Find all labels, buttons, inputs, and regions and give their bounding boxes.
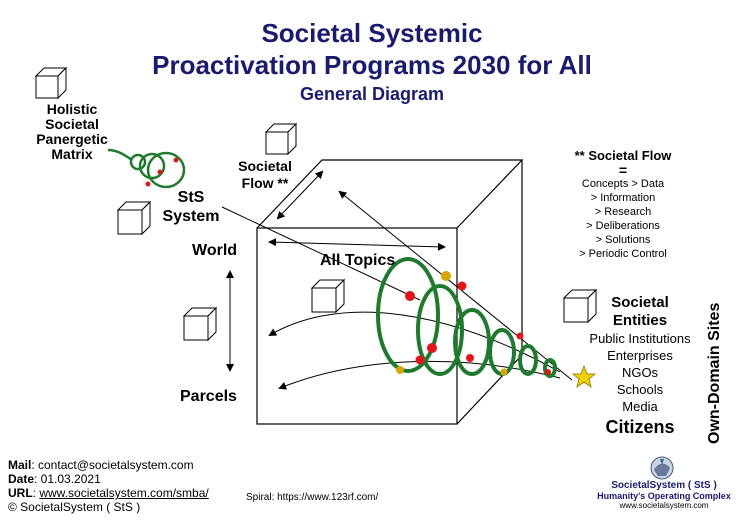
- spiral-ornament: [516, 332, 524, 340]
- holistic-line: Holistic: [46, 101, 98, 117]
- entity-item: Media: [622, 399, 658, 414]
- mail-row: Mail: contact@societalsystem.com: [8, 458, 209, 472]
- spiral-credit: Spiral: https://www.123rf.com/: [246, 492, 379, 503]
- contact-block: Mail: contact@societalsystem.com Date: 0…: [8, 458, 209, 514]
- url-sep: :: [32, 486, 40, 500]
- mail-value: : contact@societalsystem.com: [31, 458, 194, 472]
- sts-system-label: StS System: [154, 188, 228, 226]
- sts-line: System: [162, 208, 220, 225]
- sts-arrow: [221, 206, 421, 301]
- url-row: URL: www.societalsystem.com/smba/: [8, 486, 209, 500]
- spiral-ornament: [545, 369, 551, 375]
- title-line-3: General Diagram: [299, 84, 445, 104]
- sts-logo-icon: [650, 456, 674, 480]
- world-label: World: [192, 242, 238, 259]
- flow-note-item: > Periodic Control: [579, 248, 667, 260]
- topics-arrow: [268, 238, 446, 251]
- logo-name: SocietalSystem ( StS ): [611, 480, 717, 491]
- flow-curve-1: [268, 311, 561, 373]
- url-link[interactable]: www.societalsystem.com/smba/: [39, 486, 209, 500]
- cube-entities: [562, 288, 598, 324]
- holistic-line: Panergetic: [36, 131, 108, 147]
- all-topics-label: All Topics: [320, 252, 396, 269]
- spiral-ornament-gold: [500, 368, 508, 376]
- entity-item: Public Institutions: [589, 331, 691, 346]
- big-cube: [256, 159, 524, 425]
- spiral-ornament-gold: [396, 366, 404, 374]
- flow-line: Flow **: [241, 175, 289, 191]
- mail-label: Mail: [8, 458, 32, 472]
- flow-note-item: > Research: [594, 206, 652, 218]
- small-spiral: [107, 148, 186, 189]
- spiral-ornament: [415, 355, 425, 365]
- parcels-label: Parcels: [180, 388, 237, 405]
- spiral-ornament: [457, 281, 467, 291]
- entities-block: Societal Entities Public Institutions En…: [584, 294, 696, 439]
- flow-note-item: > Deliberations: [586, 220, 660, 232]
- logo-block: SocietalSystem ( StS ) Humanity's Operat…: [592, 480, 736, 510]
- title-line-1: Societal Systemic: [261, 18, 483, 48]
- entities-heading: Entities: [612, 312, 668, 329]
- cube-societal-flow: [264, 122, 298, 156]
- small-spiral-dot: [173, 157, 179, 163]
- small-spiral-dot: [145, 181, 151, 187]
- date-value: : 01.03.2021: [34, 472, 101, 486]
- entity-item: NGOs: [621, 365, 659, 380]
- societal-flow-label: Societal Flow **: [232, 158, 298, 192]
- cube-sts-system: [116, 200, 152, 236]
- flow-note: ** Societal Flow = Concepts > Data > Inf…: [548, 148, 698, 261]
- flow-note-item: > Solutions: [595, 234, 651, 246]
- holistic-matrix-label: Holistic Societal Panergetic Matrix: [34, 102, 110, 162]
- flow-curve-2: [278, 360, 561, 390]
- star-icon: [571, 364, 597, 388]
- logo-site: www.societalsystem.com: [619, 501, 709, 510]
- spiral-ornament: [466, 354, 474, 362]
- copyright: © SocietalSystem ( StS ): [8, 500, 141, 514]
- big-spiral: [376, 257, 557, 378]
- citizens-label: Citizens: [605, 417, 675, 437]
- title-line-2: Proactivation Programs 2030 for All: [152, 50, 592, 80]
- flow-note-heading: ** Societal Flow: [574, 148, 672, 163]
- small-spiral-dot: [157, 169, 163, 175]
- holistic-line: Matrix: [51, 146, 93, 162]
- cube-holistic: [34, 66, 68, 100]
- url-label: URL: [8, 486, 33, 500]
- date-row: Date: 01.03.2021: [8, 472, 209, 486]
- entities-heading: Societal: [611, 294, 669, 311]
- flow-note-item: > Information: [590, 192, 656, 204]
- cube-parcels: [182, 306, 218, 342]
- cube-inner: [310, 278, 346, 314]
- holistic-line: Societal: [45, 116, 99, 132]
- flow-note-item: Concepts > Data: [581, 178, 665, 190]
- spiral-ornament: [427, 343, 437, 353]
- logo-tagline: Humanity's Operating Complex: [597, 491, 731, 501]
- flow-line: Societal: [238, 158, 292, 174]
- date-label: Date: [8, 472, 35, 486]
- own-domain-sites-label: Own-Domain Sites: [706, 302, 723, 444]
- flow-note-eq: =: [618, 162, 628, 178]
- sts-line: StS: [177, 189, 205, 206]
- entity-item: Enterprises: [607, 348, 673, 363]
- spiral-ornament-gold: [441, 271, 451, 281]
- entity-item: Schools: [616, 382, 664, 397]
- flow-arrow: [276, 170, 324, 220]
- spiral-ornament: [405, 291, 415, 301]
